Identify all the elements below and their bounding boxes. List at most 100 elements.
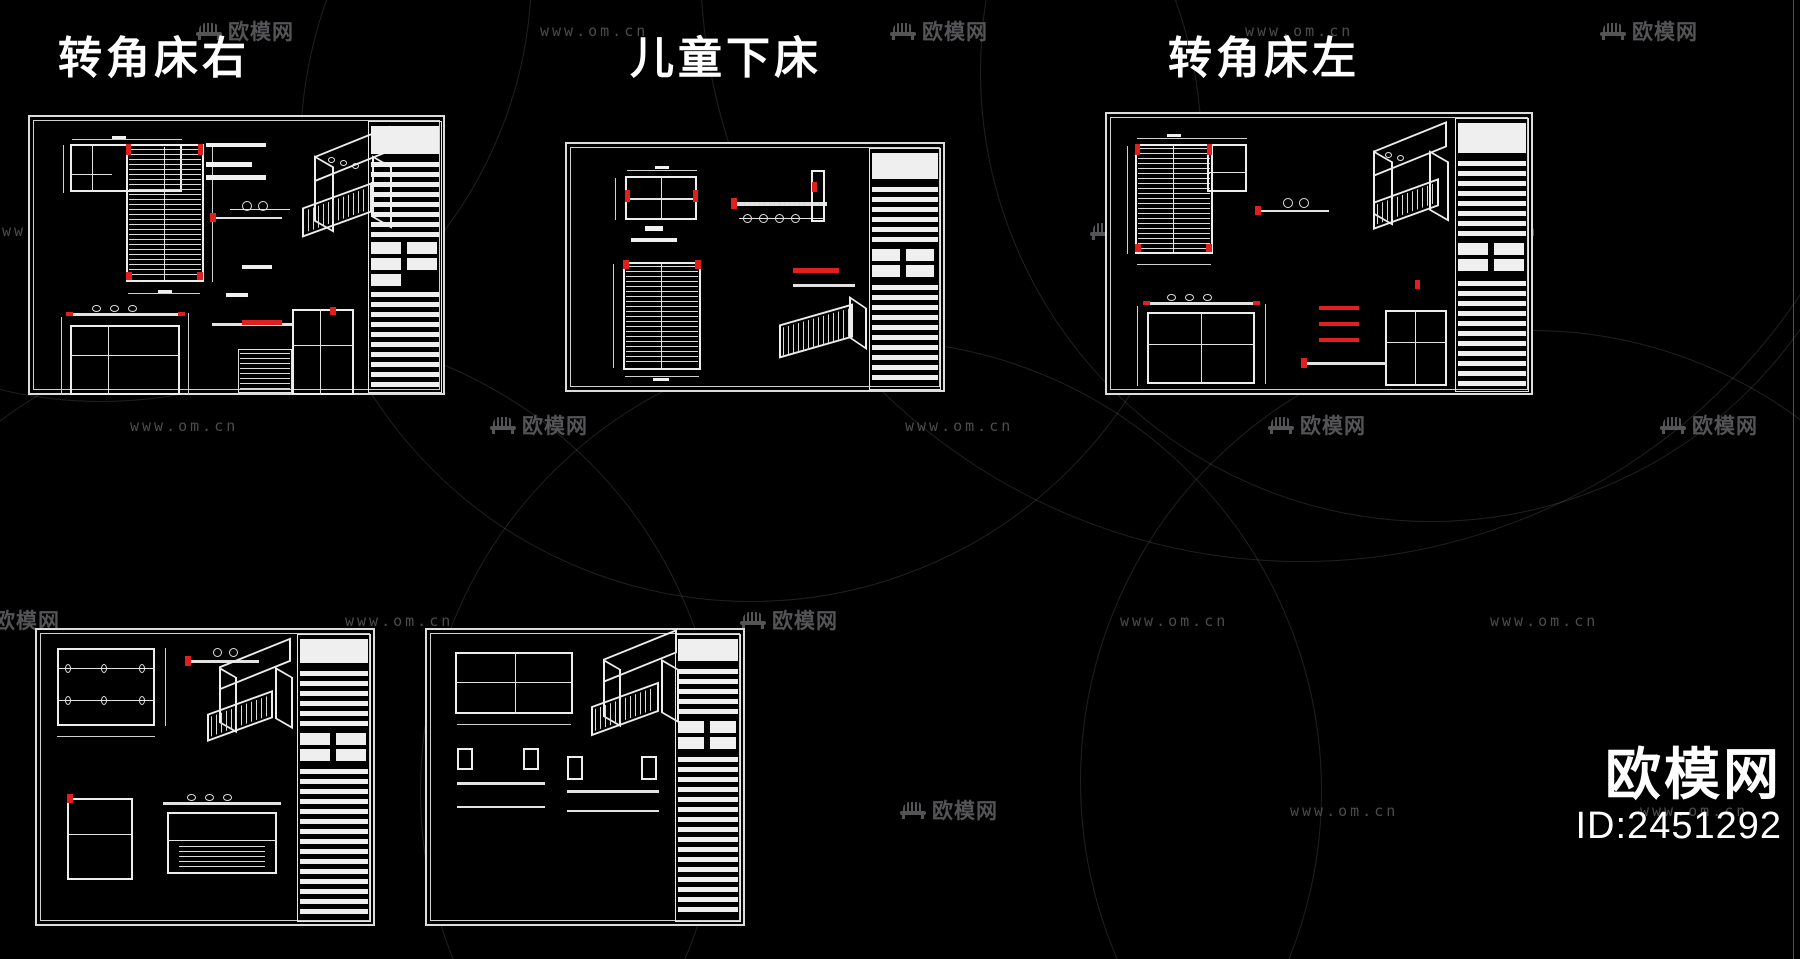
title-block-row bbox=[300, 859, 368, 864]
title-block-row bbox=[872, 375, 938, 380]
cabinet-rail bbox=[167, 840, 277, 841]
corner-marker bbox=[623, 260, 629, 269]
dimension-line bbox=[128, 293, 200, 294]
isometric-3d-view bbox=[1359, 121, 1479, 254]
title-block-row bbox=[300, 909, 368, 914]
fitting-icon bbox=[139, 696, 145, 705]
title-block-header bbox=[678, 639, 738, 661]
title-block-row bbox=[371, 182, 439, 187]
corner-marker bbox=[625, 190, 630, 202]
dimension-line bbox=[1137, 138, 1247, 139]
elevation-front-view bbox=[70, 325, 180, 395]
title-block-row bbox=[300, 849, 368, 854]
drawing-sheet-corner-bed-right[interactable] bbox=[28, 115, 445, 395]
title-block-row bbox=[1458, 331, 1526, 336]
dimension-line bbox=[457, 724, 571, 725]
rail-end-marker bbox=[731, 198, 737, 209]
hardware-node bbox=[775, 214, 784, 223]
title-block-row bbox=[300, 789, 368, 794]
title-block-row bbox=[1458, 311, 1526, 316]
dimension-text bbox=[112, 136, 126, 139]
title-block[interactable] bbox=[1455, 118, 1529, 392]
rail-detail bbox=[457, 806, 545, 808]
title-block-row bbox=[371, 172, 439, 177]
title-block[interactable] bbox=[869, 148, 941, 390]
post-marker bbox=[812, 182, 817, 192]
elevation-divider bbox=[108, 325, 109, 395]
drawing-sheet-bottom-mid[interactable] bbox=[425, 628, 745, 926]
sheet-inner-frame bbox=[1110, 117, 1528, 390]
cabinet-top-rail bbox=[163, 802, 281, 805]
isometric-3d-view bbox=[779, 295, 875, 372]
hardware-node bbox=[229, 648, 238, 657]
viewport-edge bbox=[1793, 0, 1794, 959]
iso-knob bbox=[1385, 152, 1392, 158]
hardware-node bbox=[759, 214, 768, 223]
title-block-row bbox=[1458, 221, 1526, 226]
title-block-row bbox=[300, 749, 330, 761]
fitting-icon bbox=[65, 664, 71, 673]
note-bar bbox=[206, 143, 266, 147]
title-block[interactable] bbox=[368, 121, 442, 393]
iso-knob bbox=[1397, 155, 1404, 161]
title-block-row bbox=[1458, 201, 1526, 206]
hardware-detail bbox=[189, 660, 259, 663]
title-block-row bbox=[872, 187, 938, 192]
note-bar bbox=[206, 162, 252, 167]
note-bar bbox=[206, 175, 266, 180]
hardware-node bbox=[1283, 198, 1293, 208]
sheet-title-child-lower-bed: 儿童下床 bbox=[630, 33, 822, 84]
drawing-sheet-bottom-left[interactable] bbox=[35, 628, 375, 926]
iso-marker bbox=[1415, 280, 1420, 289]
hardware-marker bbox=[1255, 206, 1261, 215]
hardware-stem bbox=[230, 209, 290, 210]
note-bar bbox=[631, 238, 677, 242]
elevation-shelf bbox=[455, 682, 573, 683]
title-block-row bbox=[1458, 301, 1526, 306]
title-block-row bbox=[872, 335, 938, 340]
knob-icon bbox=[187, 794, 196, 801]
section-bar bbox=[793, 284, 855, 287]
title-block-row bbox=[371, 332, 439, 337]
title-block[interactable] bbox=[297, 634, 371, 922]
title-block-row bbox=[1458, 321, 1526, 326]
dimension-text bbox=[158, 290, 172, 293]
title-block-row bbox=[678, 887, 738, 892]
corner-marker bbox=[1135, 244, 1141, 252]
title-block-row bbox=[872, 237, 938, 242]
drawing-sheet-child-lower-bed[interactable] bbox=[565, 142, 945, 392]
title-block-row bbox=[371, 362, 439, 367]
title-block-row bbox=[371, 292, 439, 297]
dimension-line bbox=[1127, 146, 1128, 254]
title-block-row bbox=[300, 733, 330, 745]
title-block[interactable] bbox=[675, 634, 741, 922]
rail-end-marker bbox=[1253, 301, 1260, 305]
corner-marker bbox=[198, 144, 203, 155]
title-block-row bbox=[678, 777, 738, 782]
section-arrow bbox=[1319, 338, 1359, 342]
dimension-line bbox=[1137, 306, 1138, 386]
title-block-row bbox=[678, 669, 738, 674]
title-block-row bbox=[872, 227, 938, 232]
title-block-row bbox=[371, 192, 439, 197]
title-block-row bbox=[371, 258, 401, 270]
dimension-line bbox=[61, 317, 62, 395]
rail-detail bbox=[457, 782, 545, 785]
drawing-sheet-corner-bed-left[interactable] bbox=[1105, 112, 1533, 395]
hardware-node bbox=[242, 201, 252, 211]
section-arrow bbox=[1319, 322, 1359, 326]
title-block-row bbox=[678, 807, 738, 812]
title-block-row bbox=[678, 827, 738, 832]
sheet-title-corner-bed-right: 转角床右 bbox=[58, 33, 250, 84]
section-marker bbox=[1301, 358, 1307, 368]
dimension-line bbox=[625, 376, 699, 377]
dimension-line bbox=[63, 145, 64, 193]
dimension-line bbox=[627, 170, 697, 171]
sheet-title-corner-bed-left: 转角床左 bbox=[1168, 33, 1360, 84]
title-block-row bbox=[872, 315, 938, 320]
brand-block: 欧模网 ID:2451292 bbox=[1576, 746, 1783, 849]
hardware-node bbox=[213, 648, 222, 657]
title-block-row bbox=[872, 365, 938, 370]
dimension-line bbox=[615, 178, 616, 220]
